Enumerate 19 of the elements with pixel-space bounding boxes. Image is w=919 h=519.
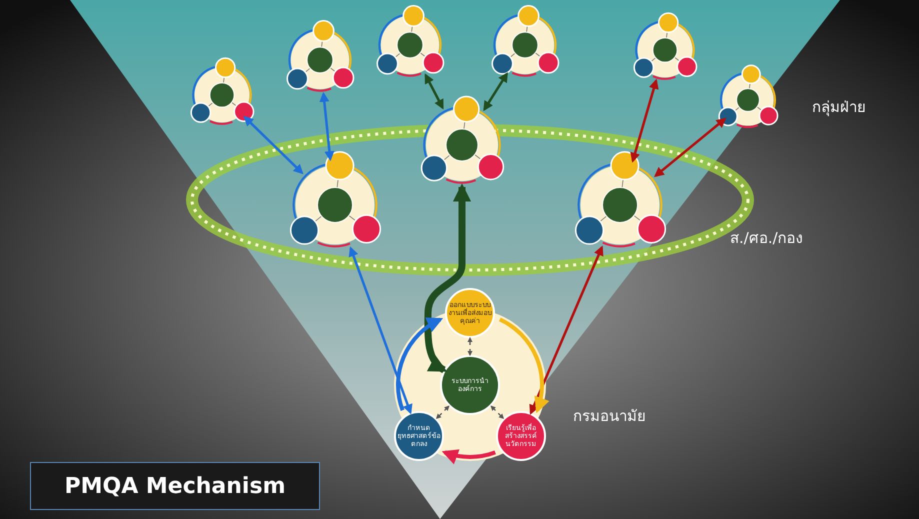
arrow [529, 245, 604, 415]
title-box: PMQA Mechanism [30, 462, 320, 510]
arrow [490, 405, 504, 420]
arrow [654, 118, 726, 178]
level-label: ส./ศอ./กอง [730, 228, 803, 249]
arrow [424, 73, 444, 110]
arrow [424, 183, 472, 373]
arrow [467, 336, 473, 356]
arrow [436, 405, 450, 420]
arrow [396, 318, 443, 411]
arrow [244, 116, 304, 174]
level-label: กรมอนามัย [573, 406, 646, 427]
arrow [442, 448, 496, 464]
arrow [630, 78, 659, 163]
arrow [348, 246, 412, 414]
level-label: กลุ่มฝ่าย [812, 97, 866, 118]
arrow [319, 92, 334, 162]
arrow [498, 318, 549, 414]
arrow [483, 72, 508, 112]
